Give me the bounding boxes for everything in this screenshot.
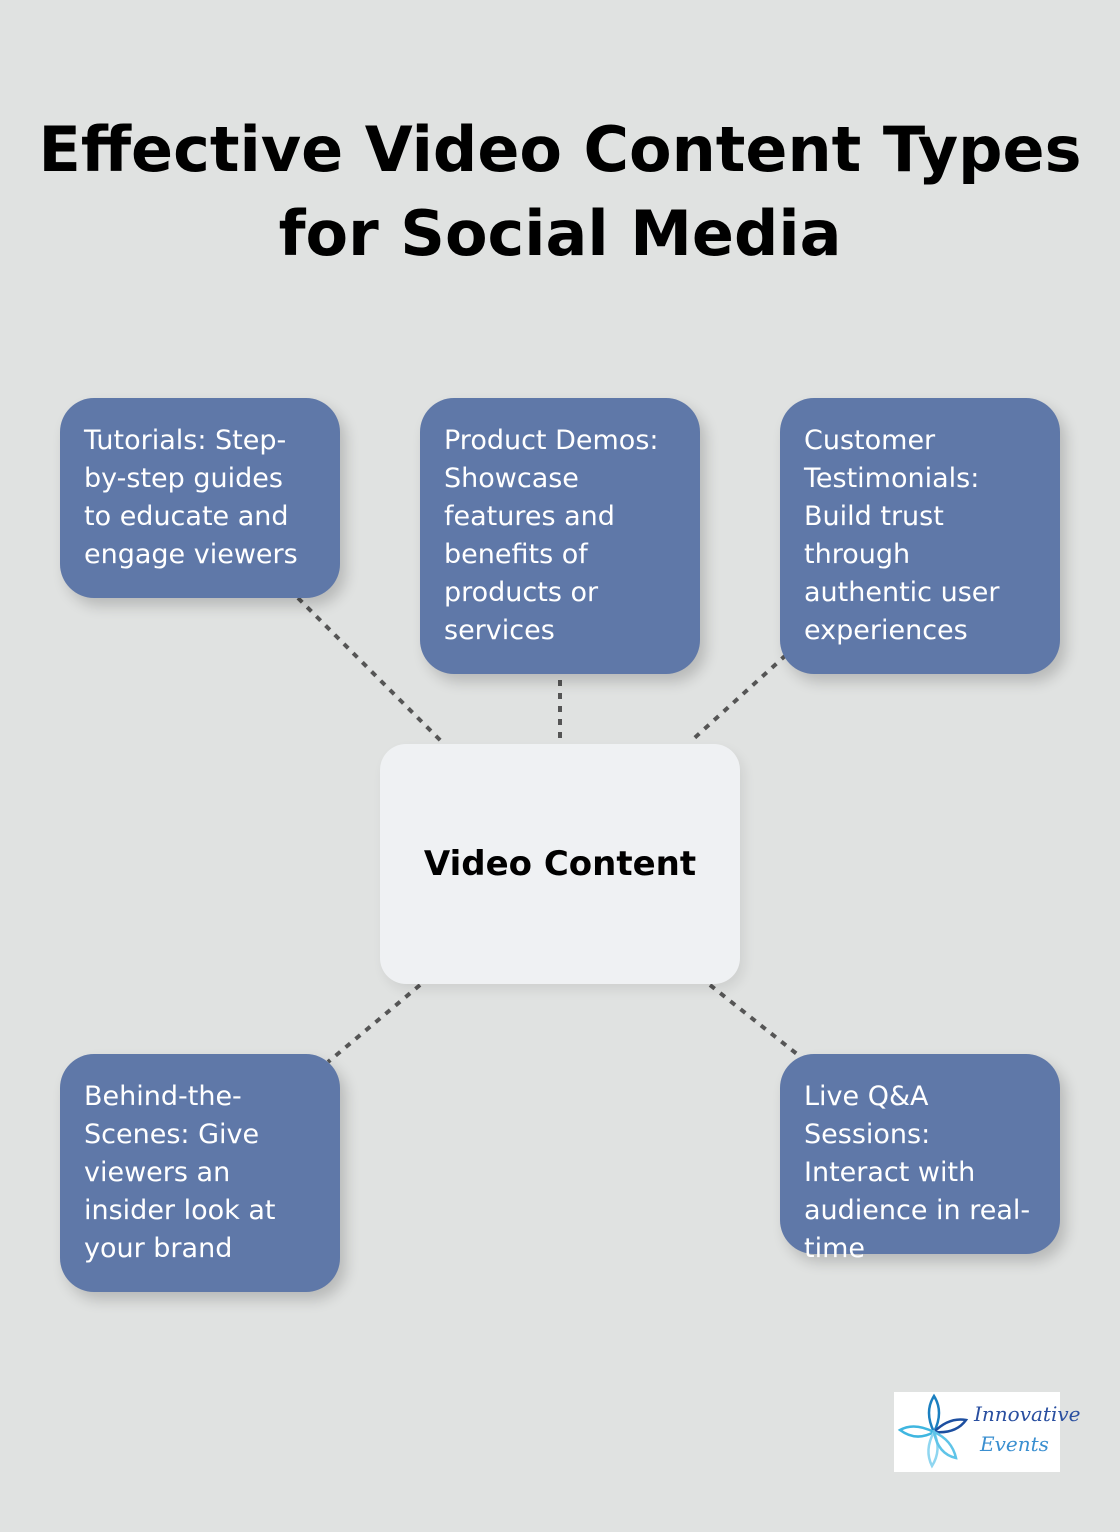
center-node: Video Content [380,744,740,984]
node-live-qa: Live Q&A Sessions: Interact with audienc… [780,1054,1060,1264]
connector-testimonials [688,653,788,744]
node-behind-the-scenes: Behind-the-Scenes: Give viewers an insid… [60,1054,340,1292]
node-tutorials: Tutorials: Step-by-step guides to educat… [60,398,340,598]
center-label: Video Content [423,844,697,884]
connector-live-qa [708,983,804,1060]
logo: Innovative Events [894,1392,1081,1472]
node-product-demos: Product Demos: Showcase features and ben… [420,398,700,674]
lotus-icon [897,1393,969,1469]
logo-text-line1: Innovative [974,1402,1081,1426]
connector-tutorials [296,596,444,744]
page-title: Effective Video Content Types for Social… [38,113,1082,270]
logo-text-line2: Events [980,1432,1049,1456]
connector-behind-scenes [326,983,422,1064]
node-customer-testimonials: Customer Testimonials: Build trust throu… [780,398,1060,674]
